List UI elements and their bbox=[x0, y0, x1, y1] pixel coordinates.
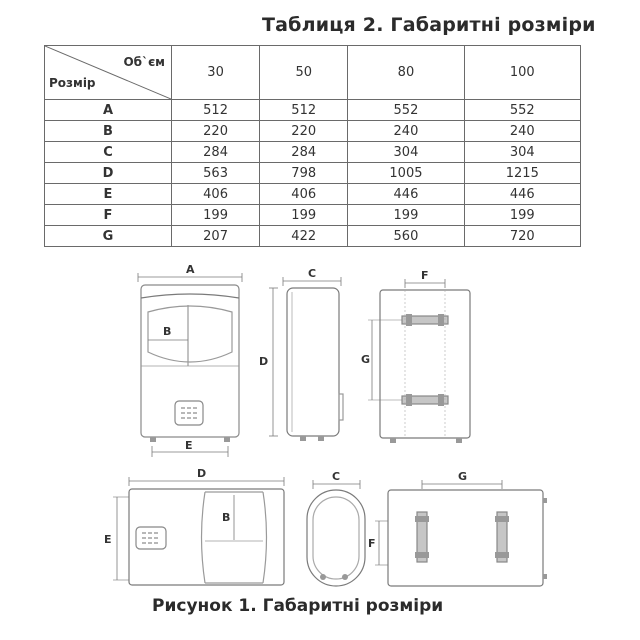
dimension-label-e: E bbox=[185, 439, 193, 452]
vertical-back-view bbox=[368, 279, 471, 443]
table-cell: 512 bbox=[170, 99, 261, 121]
table-header-row: Об`єм Розмір 30 50 80 100 bbox=[44, 45, 582, 100]
corner-diagonal bbox=[45, 46, 171, 99]
horizontal-back-view bbox=[375, 480, 547, 587]
table-cell: 720 bbox=[463, 225, 582, 247]
table-cell: 199 bbox=[347, 204, 465, 226]
vertical-side-view bbox=[269, 277, 344, 441]
table-cell: 422 bbox=[259, 225, 349, 247]
dimension-label-g-horizontal: G bbox=[458, 470, 468, 483]
dimension-label-a: A bbox=[186, 263, 195, 276]
table-cell: 240 bbox=[347, 120, 465, 142]
table-cell: 798 bbox=[259, 162, 349, 184]
table-corner-cell: Об`єм Розмір bbox=[44, 45, 172, 100]
dimension-label-e-horizontal: E bbox=[104, 533, 112, 546]
column-header: 100 bbox=[463, 45, 582, 100]
dimension-label-g: G bbox=[361, 353, 371, 366]
vertical-front-view bbox=[137, 273, 243, 457]
dimension-label-d: D bbox=[259, 355, 269, 368]
dimension-label-f-horizontal: F bbox=[368, 537, 376, 550]
horizontal-end-view bbox=[306, 480, 366, 587]
table-cell: 406 bbox=[259, 183, 349, 205]
dimension-label-c: C bbox=[308, 267, 317, 280]
horizontal-front-view bbox=[113, 477, 285, 586]
dimension-label-f: F bbox=[421, 269, 429, 282]
table-cell: 207 bbox=[170, 225, 261, 247]
column-header: 50 bbox=[259, 45, 349, 100]
figure-caption: Рисунок 1. Габаритні розміри bbox=[152, 596, 444, 616]
corner-size-label: Розмір bbox=[49, 76, 96, 90]
corner-volume-label: Об`єм bbox=[123, 55, 165, 69]
table-cell: 284 bbox=[259, 141, 349, 163]
dimension-label-b-horizontal: B bbox=[222, 511, 231, 524]
dimension-label-c-horizontal: C bbox=[332, 470, 341, 483]
dimension-label-d-horizontal: D bbox=[197, 467, 207, 480]
table-cell: 560 bbox=[347, 225, 465, 247]
dimension-label-b: B bbox=[163, 325, 172, 338]
table-title: Таблиця 2. Габаритні розміри bbox=[262, 14, 596, 36]
